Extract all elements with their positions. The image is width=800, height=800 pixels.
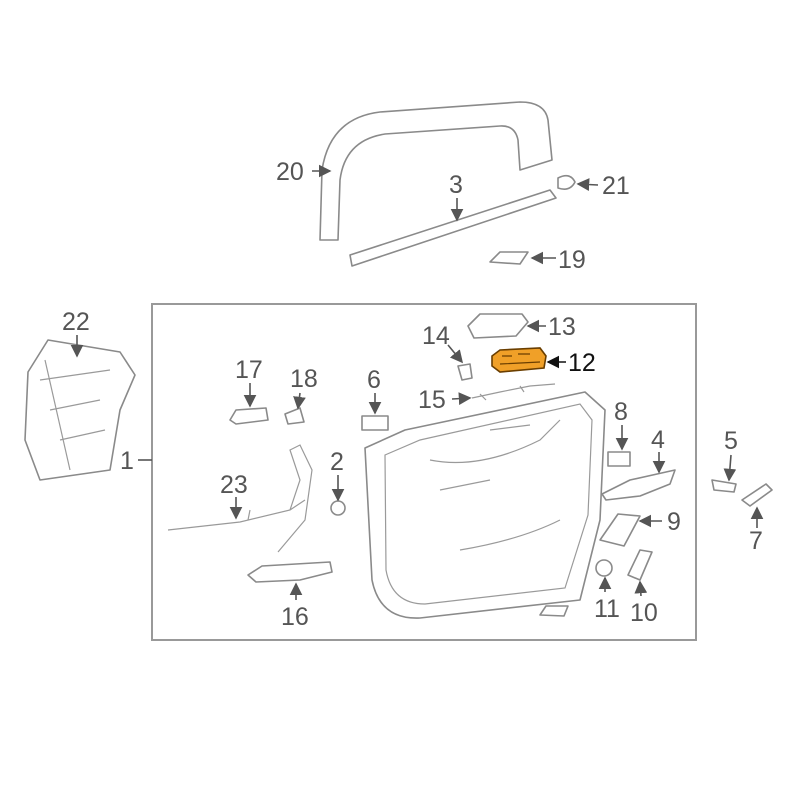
part-18-screw [284, 407, 305, 425]
callout-20: 20 [276, 158, 304, 186]
part-10-reflector [627, 549, 653, 581]
part-20-window-frame [319, 101, 553, 241]
part-4-inside-handle [601, 469, 676, 501]
part-17-bracket [229, 407, 269, 425]
part-6-block [361, 415, 389, 431]
part-14-clip [457, 363, 473, 381]
part-21-clip [557, 174, 576, 190]
callout-22: 22 [62, 308, 90, 336]
callout-2: 2 [330, 448, 344, 476]
callout-1: 1 [120, 447, 134, 475]
leader-lines [70, 164, 764, 600]
callout-15: 15 [418, 386, 446, 414]
part-trim-insert [539, 605, 569, 617]
callout-9: 9 [667, 508, 681, 536]
part-13-switch-bezel [467, 313, 529, 339]
callout-14: 14 [422, 322, 450, 350]
part-7-cover [741, 483, 773, 507]
callout-5: 5 [724, 427, 738, 455]
callout-7: 7 [749, 527, 763, 555]
part-11-grommet [595, 559, 613, 577]
part-3-belt-molding [349, 189, 557, 267]
part-23-wiring-harness [167, 444, 313, 553]
callout-17: 17 [235, 356, 263, 384]
callout-4: 4 [651, 426, 665, 454]
part-9-switch-panel [599, 513, 641, 547]
callout-11: 11 [594, 595, 620, 623]
callout-23: 23 [220, 471, 248, 499]
part-12-window-switch [491, 347, 547, 373]
part-16-pull-handle [247, 561, 333, 583]
part-1-door-trim-panel [364, 391, 606, 619]
callout-13: 13 [548, 313, 576, 341]
callout-12: 12 [568, 349, 596, 377]
part-22-window-regulator [24, 339, 136, 481]
callout-16: 16 [281, 603, 309, 631]
callout-3: 3 [449, 171, 463, 199]
part-2-fastener [330, 500, 346, 516]
callout-18: 18 [290, 365, 318, 393]
part-8-switch [607, 451, 631, 467]
callout-8: 8 [614, 398, 628, 426]
callout-10: 10 [630, 599, 658, 627]
part-19-trim-insert [489, 251, 529, 265]
callout-19: 19 [558, 246, 586, 274]
part-15-harness [471, 383, 556, 401]
assembly-frame [151, 303, 697, 641]
callout-21: 21 [602, 172, 630, 200]
part-5-bolt [711, 479, 737, 493]
callout-6: 6 [367, 366, 381, 394]
